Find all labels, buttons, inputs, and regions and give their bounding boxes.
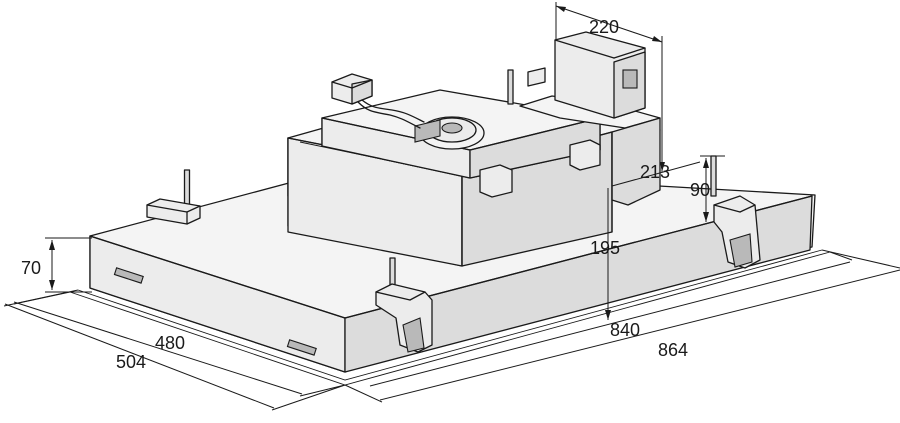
fan-assembly <box>414 116 485 150</box>
dim-90-label: 90 <box>690 180 710 200</box>
dimension-labels: 220 213 90 195 70 480 504 840 864 <box>21 17 710 372</box>
dim-213-label: 213 <box>640 162 670 182</box>
mounting-bracket-front <box>375 257 433 353</box>
connector-and-wiring <box>331 73 425 129</box>
dim-480-label: 480 <box>155 333 185 353</box>
dim-195-label: 195 <box>590 238 620 258</box>
dim-840-label: 840 <box>610 320 640 340</box>
dimension-lines <box>3 2 900 411</box>
dim-864-label: 864 <box>658 340 688 360</box>
exhaust-outlet <box>507 31 661 233</box>
dim-220-label: 220 <box>589 17 619 37</box>
motor-housing <box>287 89 661 267</box>
canopy-plate <box>69 167 831 386</box>
dim-504-label: 504 <box>116 352 146 372</box>
dim-70-label: 70 <box>21 258 41 278</box>
mounting-bracket-left <box>146 169 201 225</box>
mounting-bracket-right <box>710 155 761 269</box>
